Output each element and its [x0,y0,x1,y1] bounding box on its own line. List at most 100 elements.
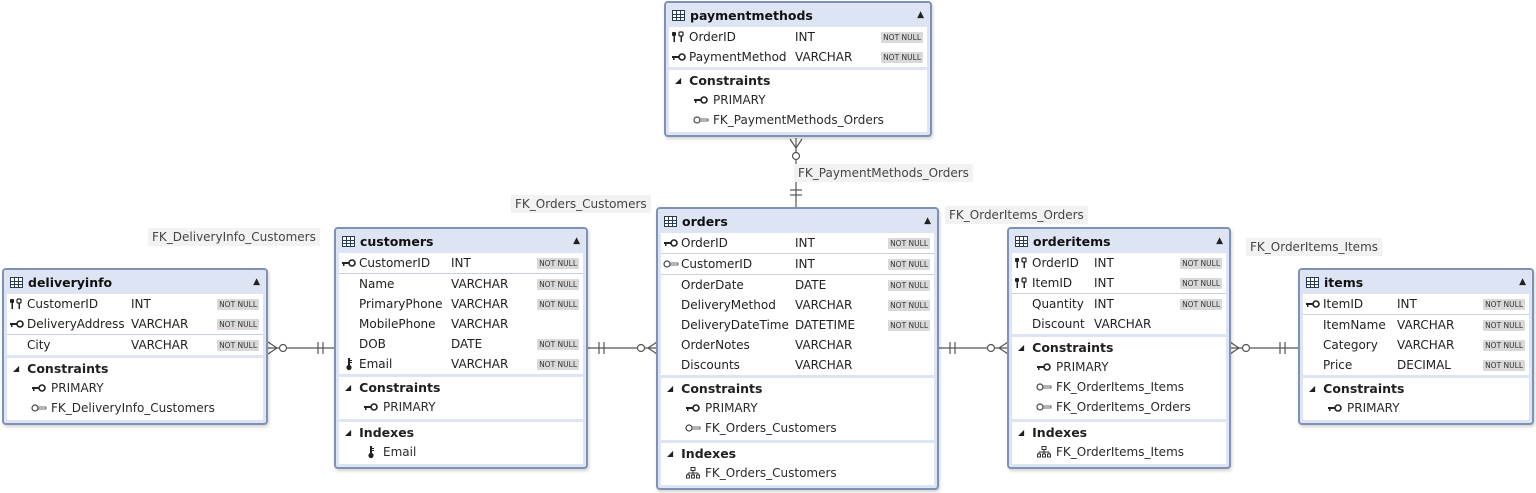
table-grid-icon [1306,276,1319,288]
indexes-header[interactable]: ◢Indexes [661,443,934,463]
constraints-header[interactable]: ◢Constraints [339,377,583,397]
expand-triangle-icon[interactable]: ◢ [667,383,674,393]
constraint-item[interactable]: FK_OrderItems_Items [1012,377,1226,397]
key-separator [661,274,934,275]
rel-line-orderitems-items[interactable] [1229,341,1300,355]
relationship-label-orderitems-items[interactable]: FK_OrderItems_Items [1246,238,1383,256]
index-name: FK_OrderItems_Items [1056,445,1185,459]
constraints-header[interactable]: ◢Constraints [1012,337,1226,357]
constraint-item[interactable]: PRIMARY [1303,398,1529,418]
table-header-orderitems[interactable]: orderitems▲ [1009,229,1229,253]
table-header-customers[interactable]: customers▲ [336,229,586,253]
column-type: VARCHAR [795,298,853,312]
constraint-item[interactable]: PRIMARY [661,398,934,418]
expand-triangle-icon[interactable]: ◢ [1309,383,1316,393]
rel-line-deliveryinfo-customers[interactable] [267,341,336,355]
expand-triangle-icon[interactable]: ◢ [345,427,352,437]
foreign-key-icon [31,403,47,413]
indexes-header[interactable]: ◢Indexes [1012,422,1226,442]
expand-triangle-icon[interactable]: ◢ [667,448,674,458]
expand-triangle-icon[interactable]: ◢ [675,75,682,85]
constraints-header[interactable]: ◢ Constraints [661,378,934,398]
index-name: Email [383,445,417,459]
not-null-badge: NOT NULL [888,237,930,249]
indexes-header[interactable]: ◢Indexes [339,422,583,442]
collapse-caret-up-icon[interactable]: ▲ [917,10,924,20]
expand-triangle-icon[interactable]: ◢ [1018,427,1025,437]
constraints-label: Constraints [681,380,763,396]
collapse-caret-up-icon[interactable]: ▲ [573,236,580,246]
collapse-caret-up-icon[interactable]: ▲ [1519,277,1526,287]
collapse-caret-up-icon[interactable]: ▲ [253,277,260,287]
index-item[interactable]: FK_OrderItems_Items [1012,442,1226,462]
rel-line-orders-orderitems[interactable] [938,341,1009,355]
constraint-item[interactable]: PRIMARY [339,397,583,417]
table-grid-icon [1015,235,1028,247]
expand-triangle-icon[interactable]: ◢ [345,382,352,392]
constraint-item[interactable]: FK_Orders_Customers [661,418,934,438]
relationship-label-orderitems-orders[interactable]: FK_OrderItems_Orders [945,206,1088,224]
column-type: VARCHAR [795,358,853,372]
constraints-header[interactable]: ◢Constraints [7,358,263,378]
table-header-orders[interactable]: orders▲ [658,209,937,233]
column-type: INT [795,257,815,271]
index-item[interactable]: FK_Orders_Customers [661,463,934,483]
constraint-item[interactable]: PRIMARY [7,378,263,398]
not-null-badge: NOT NULL [1180,277,1222,289]
constraint-item[interactable]: FK_DeliveryInfo_Customers [7,398,263,418]
index-item[interactable]: Email [339,442,583,462]
collapse-caret-up-icon[interactable]: ▲ [1216,236,1223,246]
expand-triangle-icon[interactable]: ◢ [13,363,20,373]
relationship-label-deliveryinfo-customers[interactable]: FK_DeliveryInfo_Customers [148,228,320,246]
expand-triangle-icon[interactable]: ◢ [1018,342,1025,352]
constraint-item[interactable]: PRIMARY [669,90,927,110]
relationship-label-paymentmethods-orders[interactable]: FK_PaymentMethods_Orders [794,164,973,182]
rel-line-customers-orders[interactable] [587,341,658,355]
constraints-header[interactable]: ◢Constraints [669,70,927,90]
collapse-caret-up-icon[interactable]: ▲ [924,216,931,226]
foreign-key-icon [1036,382,1052,392]
constraints-header[interactable]: ◢Constraints [1303,378,1529,398]
constraint-item[interactable]: FK_PaymentMethods_Orders [669,110,927,130]
constraint-item[interactable]: PRIMARY [1012,357,1226,377]
table-header-items[interactable]: items▲ [1300,270,1532,294]
column-name: Price [1323,358,1353,372]
relationship-label-orders-customers[interactable]: FK_Orders_Customers [511,195,651,213]
table-header-deliveryinfo[interactable]: deliveryinfo▲ [4,270,266,294]
constraint-item[interactable]: FK_OrderItems_Orders [1012,397,1226,417]
table-header-paymentmethods[interactable]: paymentmethods▲ [666,3,930,27]
column-name: PaymentMethod [689,50,787,64]
